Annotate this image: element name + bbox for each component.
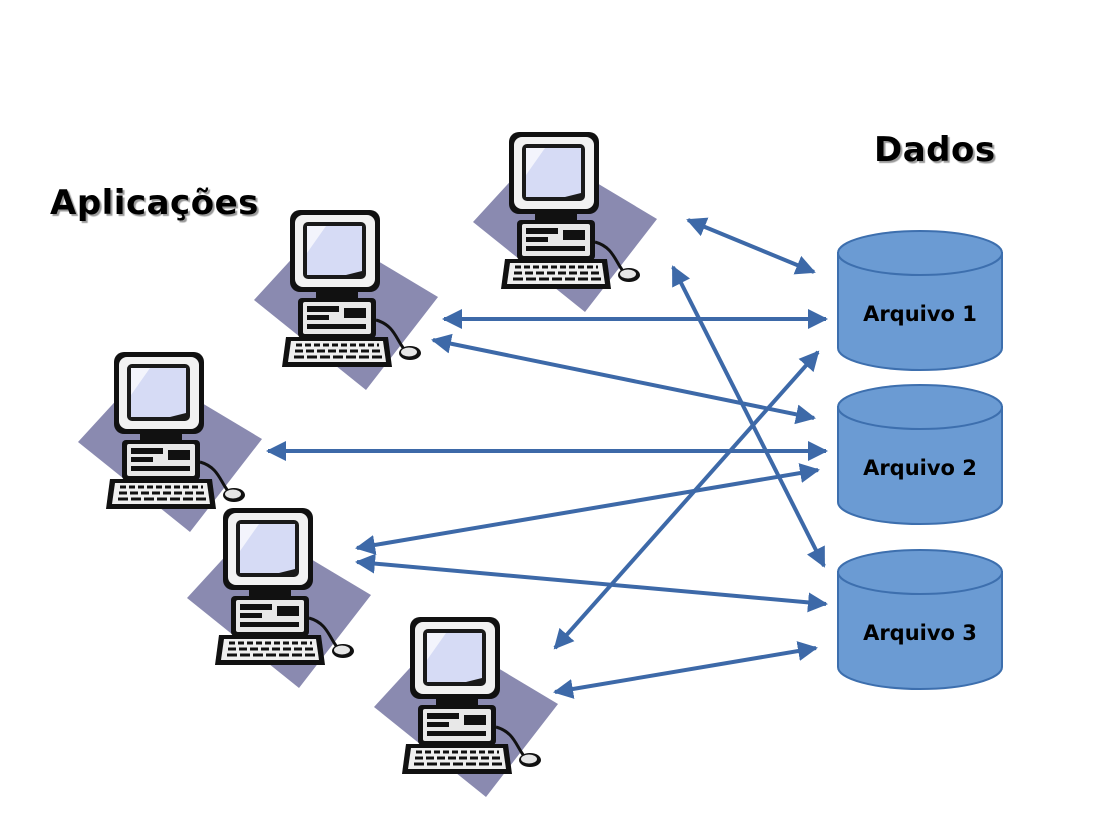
database-db1: Arquivo 1 bbox=[837, 230, 1003, 371]
computer-c5 bbox=[372, 615, 560, 799]
computer-c3 bbox=[76, 350, 264, 534]
arrow-c4-db3 bbox=[355, 553, 828, 613]
database-top bbox=[837, 384, 1003, 430]
arrow-c5-db3 bbox=[553, 641, 818, 699]
desktop-computer-icon bbox=[372, 615, 560, 799]
database-top bbox=[837, 549, 1003, 595]
desktop-computer-icon bbox=[471, 130, 659, 314]
desktop-computer-icon bbox=[252, 208, 440, 392]
arrow-c4-db2 bbox=[355, 463, 820, 555]
arrow-c2-db2 bbox=[431, 333, 816, 425]
computer-c2 bbox=[252, 208, 440, 392]
database-cylinder-icon bbox=[837, 571, 1003, 690]
computer-c1 bbox=[471, 130, 659, 314]
database-top bbox=[837, 230, 1003, 276]
data-heading: Dados bbox=[874, 130, 996, 170]
database-cylinder-icon bbox=[837, 406, 1003, 525]
desktop-computer-icon bbox=[76, 350, 264, 534]
desktop-computer-icon bbox=[185, 506, 373, 690]
arrow-c1-db1 bbox=[686, 217, 816, 275]
applications-heading: Aplicações bbox=[50, 183, 259, 223]
connection-arrows bbox=[266, 217, 828, 699]
database-label: Arquivo 3 bbox=[863, 621, 977, 645]
database-cylinder-icon bbox=[837, 252, 1003, 371]
database-db3: Arquivo 3 bbox=[837, 549, 1003, 690]
database-db2: Arquivo 2 bbox=[837, 384, 1003, 525]
arrow-c5-db1 bbox=[553, 350, 820, 650]
database-label: Arquivo 1 bbox=[863, 302, 977, 326]
database-label: Arquivo 2 bbox=[863, 456, 977, 480]
computer-c4 bbox=[185, 506, 373, 690]
